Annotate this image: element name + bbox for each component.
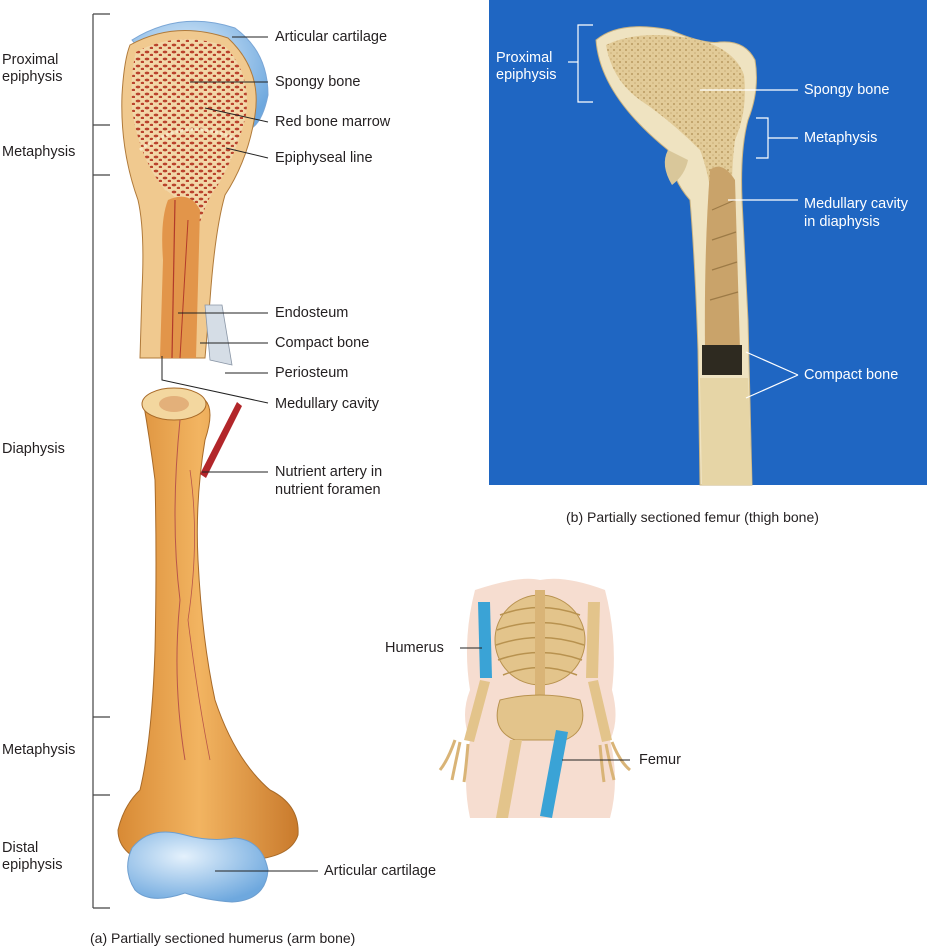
- humerus-drawing: [92, 13, 299, 909]
- region-distal-epiphysis-line2: epiphysis: [2, 857, 63, 873]
- label-medullary-cavity: Medullary cavity: [275, 396, 379, 412]
- label-articular-cartilage-top: Articular cartilage: [275, 29, 388, 45]
- label-nutrient-artery-line1: Nutrient artery in: [275, 464, 383, 480]
- label-femur: Femur: [639, 752, 681, 768]
- region-proximal-epiphysis-line2: epiphysis: [2, 69, 63, 85]
- photo-label-metaphysis: Metaphysis: [804, 130, 878, 146]
- photo-label-proximal-epiphysis-line2: epiphysis: [496, 67, 557, 83]
- region-diaphysis: Diaphysis: [2, 441, 65, 457]
- region-metaphysis-top: Metaphysis: [2, 144, 76, 160]
- photo-label-medullary-cavity-line1: Medullary cavity: [804, 196, 908, 212]
- skeleton-inset: [438, 578, 631, 818]
- label-epiphyseal-line: Epiphyseal line: [275, 150, 373, 166]
- label-compact-bone: Compact bone: [275, 335, 370, 351]
- caption-panel-b: (b) Partially sectioned femur (thigh bon…: [566, 509, 819, 525]
- label-red-bone-marrow: Red bone marrow: [275, 114, 391, 130]
- panel-b-leaders: [568, 24, 799, 399]
- photo-label-proximal-epiphysis-line1: Proximal: [496, 50, 553, 66]
- photo-label-spongy-bone: Spongy bone: [804, 82, 890, 98]
- region-proximal-epiphysis-line1: Proximal: [2, 52, 59, 68]
- label-spongy-bone: Spongy bone: [275, 74, 361, 90]
- label-humerus: Humerus: [385, 640, 444, 656]
- caption-panel-a: (a) Partially sectioned humerus (arm bon…: [90, 930, 356, 946]
- label-periosteum: Periosteum: [275, 365, 349, 381]
- photo-label-medullary-cavity-line2: in diaphysis: [804, 214, 880, 230]
- femur-photo: [489, 0, 927, 486]
- label-endosteum: Endosteum: [275, 305, 349, 321]
- label-articular-cartilage-bottom: Articular cartilage: [324, 863, 437, 879]
- skeleton-leaders: [460, 647, 630, 761]
- photo-label-compact-bone: Compact bone: [804, 367, 899, 383]
- panel-a-leaders: [161, 36, 318, 872]
- region-metaphysis-bottom: Metaphysis: [2, 742, 76, 758]
- region-distal-epiphysis-line1: Distal: [2, 840, 39, 856]
- label-nutrient-artery-line2: nutrient foramen: [275, 482, 381, 498]
